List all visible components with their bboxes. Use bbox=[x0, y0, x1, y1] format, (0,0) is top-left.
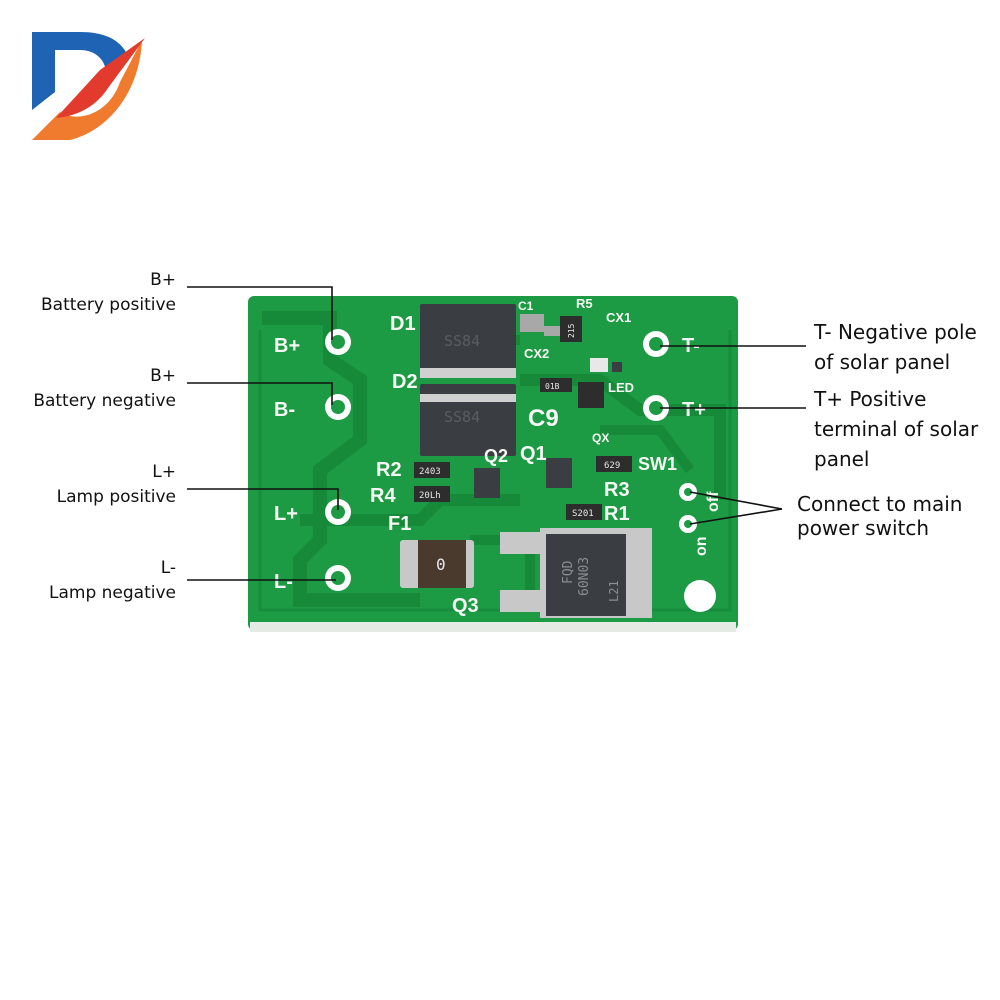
callout-code: L+ bbox=[152, 462, 176, 482]
callout-desc: Battery negative bbox=[33, 391, 176, 411]
callout-main-switch: Connect to main power switch bbox=[797, 492, 997, 540]
mosfet-q3-body bbox=[546, 534, 626, 616]
marking-r5: 215 bbox=[567, 323, 576, 338]
marking-led-res: 01B bbox=[545, 382, 560, 391]
callout-desc: Lamp positive bbox=[56, 487, 176, 507]
silk-r2: R2 bbox=[376, 459, 402, 481]
callout-lamp-negative: L- Lamp negative bbox=[10, 556, 176, 606]
silk-l-minus: L- bbox=[274, 571, 293, 593]
marking-r1: S201 bbox=[572, 509, 594, 519]
callout-code: B+ bbox=[150, 366, 176, 386]
callout-battery-positive: B+ Battery positive bbox=[10, 268, 176, 318]
silk-q1: Q1 bbox=[520, 443, 547, 465]
leader-switch-b bbox=[689, 508, 783, 525]
silk-b-minus: B- bbox=[274, 399, 295, 421]
transistor-q1 bbox=[546, 458, 572, 488]
callout-t-plus: T+ Positive terminal of solar panel bbox=[814, 384, 998, 474]
callout-code: B+ bbox=[150, 270, 176, 290]
cap-c1 bbox=[520, 314, 544, 332]
callout-line: panel bbox=[814, 447, 870, 471]
silk-cx2: CX2 bbox=[524, 346, 549, 361]
silk-t-plus: T+ bbox=[682, 399, 706, 421]
silk-c1: C1 bbox=[518, 299, 534, 313]
callout-battery-negative: B+ Battery negative bbox=[10, 364, 176, 414]
leader-l-plus bbox=[187, 488, 339, 510]
led bbox=[590, 358, 608, 372]
callout-line: of solar panel bbox=[814, 350, 951, 374]
resistor-sw1 bbox=[596, 456, 632, 472]
marking-r2: 2403 bbox=[419, 467, 441, 477]
silk-sw1: SW1 bbox=[638, 454, 677, 474]
diode-d1-body bbox=[420, 304, 516, 376]
marking-fuse: 0 bbox=[436, 555, 446, 574]
silk-qx: QX bbox=[592, 431, 609, 445]
silk-d1: D1 bbox=[390, 313, 416, 335]
marking-q3-3: L21 bbox=[607, 580, 621, 602]
logo-blue-stroke bbox=[32, 32, 128, 110]
logo-red-swoosh bbox=[56, 38, 145, 118]
callout-line: T+ Positive bbox=[814, 387, 927, 411]
callout-line: Connect to main bbox=[797, 492, 963, 516]
silk-r1: R1 bbox=[604, 503, 630, 525]
resistor-r2 bbox=[414, 462, 450, 478]
silk-r4: R4 bbox=[370, 485, 396, 507]
leader-lines bbox=[187, 286, 806, 581]
resistor-r1 bbox=[566, 504, 602, 520]
callout-line: power switch bbox=[797, 516, 930, 540]
silk-d2: D2 bbox=[392, 371, 418, 393]
leader-b-minus bbox=[187, 382, 333, 405]
callout-code: L- bbox=[160, 558, 176, 578]
silk-c9: C9 bbox=[528, 405, 559, 432]
resistor-r5 bbox=[560, 316, 582, 342]
marking-d2: SS84 bbox=[444, 408, 480, 426]
leader-switch-a bbox=[689, 491, 783, 510]
silk-q3: Q3 bbox=[452, 595, 479, 617]
silk-b-plus: B+ bbox=[274, 335, 300, 357]
marking-r4: 20Lh bbox=[419, 491, 441, 501]
silk-led: LED bbox=[608, 380, 634, 395]
silk-r5: R5 bbox=[576, 296, 593, 311]
silk-q2: Q2 bbox=[484, 446, 508, 466]
fuse-f1-body bbox=[418, 540, 466, 588]
resistor-led bbox=[540, 378, 572, 392]
silk-l-plus: L+ bbox=[274, 503, 298, 525]
silk-r3: R3 bbox=[604, 479, 630, 501]
callout-desc: Battery positive bbox=[40, 295, 176, 315]
callout-line: T- Negative pole bbox=[814, 320, 977, 344]
brand-logo bbox=[32, 32, 145, 140]
callout-line: terminal of solar bbox=[814, 417, 979, 441]
resistor-r4 bbox=[414, 486, 450, 502]
silk-cx1: CX1 bbox=[606, 310, 631, 325]
marking-sw1: 629 bbox=[604, 461, 620, 471]
silk-off: off bbox=[705, 491, 722, 512]
mounting-hole bbox=[684, 580, 716, 612]
leader-b-plus bbox=[187, 286, 333, 340]
callout-desc: Lamp negative bbox=[49, 583, 176, 603]
pcb-board: B+ B- L+ L- T- T+ D1 D2 C1 R5 CX1 CX2 LE… bbox=[248, 296, 738, 632]
cap-cx2 bbox=[544, 326, 560, 336]
marking-q3-2: 60N03 bbox=[577, 557, 592, 596]
silk-on: on bbox=[693, 536, 710, 556]
marking-q3-1: FQD bbox=[561, 560, 576, 584]
marking-d1: SS84 bbox=[444, 332, 480, 350]
callout-lamp-positive: L+ Lamp positive bbox=[10, 460, 176, 510]
silk-f1: F1 bbox=[388, 513, 411, 535]
transistor-q2 bbox=[474, 468, 500, 498]
callout-t-minus: T- Negative pole of solar panel bbox=[814, 317, 998, 377]
